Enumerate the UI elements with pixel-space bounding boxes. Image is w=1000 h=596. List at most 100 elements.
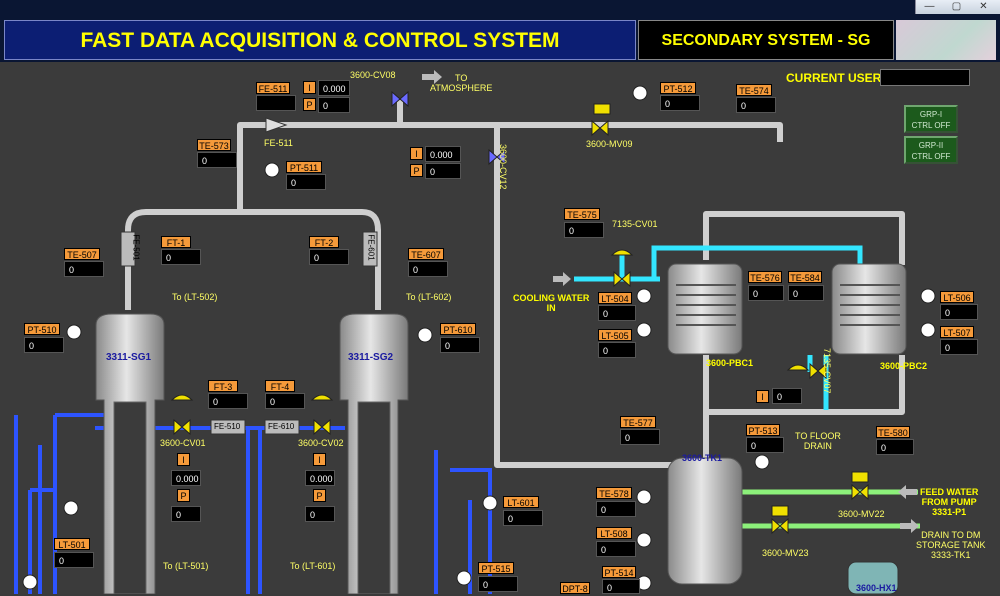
system-title: SECONDARY SYSTEM - SG [638, 20, 894, 60]
sg2-label: 3311-SG2 [348, 352, 394, 363]
lt505-tag: LT-505 [598, 329, 632, 341]
flow-arrows [422, 70, 919, 533]
pt511-value: 0 [286, 174, 326, 190]
feed-water-label: FEED WATER FROM PUMP 3331-P1 [920, 487, 979, 517]
te580-value: 0 [876, 439, 914, 455]
cv12-i-value: 0.000 [425, 146, 461, 162]
fe501-label: FE-501 [131, 234, 141, 261]
window-controls: — ▢ ✕ [915, 0, 1000, 14]
to-lt601-label: To (LT-601) [290, 561, 336, 571]
te573-tag: TE-573 [197, 139, 231, 151]
mv09-tag: 3600-MV09 [586, 139, 633, 149]
te578-value: 0 [596, 501, 636, 517]
to-lt501-label: To (LT-501) [163, 561, 209, 571]
lt506-tag: LT-506 [940, 291, 974, 303]
pt513-tag: PT-513 [746, 424, 780, 436]
lt507-value: 0 [940, 339, 978, 355]
te584-tag: TE-584 [788, 271, 822, 283]
cv08-i-value: 0.000 [318, 80, 350, 96]
pt512-tag: PT-512 [660, 82, 696, 94]
te574-tag: TE-574 [736, 84, 772, 96]
te607-tag: TE-607 [408, 248, 444, 260]
cv02-i-tag: I [313, 453, 326, 466]
cv08-p-value: 0 [318, 97, 350, 113]
cv02-i-value: 0.000 [305, 470, 335, 486]
ft1-tag: FT-1 [161, 236, 191, 248]
cv02-tag: 3600-CV02 [298, 438, 344, 448]
fe601-element [362, 231, 378, 267]
lt501-value: 0 [54, 552, 94, 568]
fe511-element [265, 117, 288, 133]
te575-value: 0 [564, 222, 604, 238]
lt505-value: 0 [598, 342, 636, 358]
fe511-value [256, 95, 296, 111]
lt508-tag: LT-508 [596, 527, 632, 539]
fe511-tag: FE-511 [256, 82, 290, 94]
cv01-p-tag: P [177, 489, 190, 502]
pt512-value: 0 [660, 95, 700, 111]
te584-value: 0 [788, 285, 824, 301]
lt601-value: 0 [503, 510, 543, 526]
pt513-value: 0 [746, 437, 784, 453]
ft2-tag: FT-2 [309, 236, 339, 248]
pressure-gauges [22, 85, 936, 591]
cv01-tag: 3600-CV01 [160, 438, 206, 448]
close-button[interactable]: ✕ [979, 1, 988, 12]
lt504-value: 0 [598, 305, 636, 321]
pt511-tag: PT-511 [286, 161, 322, 173]
pbc1-vessel [667, 263, 743, 355]
floor-drain-label: TO FLOOR DRAIN [795, 431, 841, 451]
page-title: FAST DATA ACQUISITION & CONTROL SYSTEM [4, 20, 636, 60]
cv01-i-value: 0.000 [171, 470, 201, 486]
minimize-button[interactable]: — [924, 1, 935, 12]
fe501-element [120, 231, 136, 267]
te580-tag: TE-580 [876, 426, 910, 438]
cv12-p-tag: P [410, 164, 423, 177]
ft2-value: 0 [309, 249, 349, 265]
lt504-tag: LT-504 [598, 292, 632, 304]
pt510-tag: PT-510 [24, 323, 60, 335]
ft4-tag: FT-4 [265, 380, 295, 392]
lt506-value: 0 [940, 304, 978, 320]
mv23-tag: 3600-MV23 [762, 548, 809, 558]
fe610-label: FE-610 [268, 422, 295, 431]
cv01-p-value: 0 [171, 506, 201, 522]
cv7135-07-i-value: 0 [772, 388, 802, 404]
te507-tag: TE-507 [64, 248, 100, 260]
pbc2-label: 3600-PBC2 [880, 361, 928, 371]
cv08-tag: 3600-CV08 [350, 70, 396, 80]
cv12-tag: 3600-CV12 [498, 144, 508, 190]
sg1-label: 3311-SG1 [106, 352, 152, 363]
te607-value: 0 [408, 261, 448, 277]
te577-value: 0 [620, 429, 660, 445]
pt610-value: 0 [440, 337, 480, 353]
te577-tag: TE-577 [620, 416, 656, 428]
cv08-i-tag: I [303, 81, 316, 94]
cv02-p-value: 0 [305, 506, 335, 522]
te573-value: 0 [197, 152, 237, 168]
fe510-element [210, 419, 246, 435]
fe601-label: FE-601 [366, 234, 376, 261]
pt515-tag: PT-515 [478, 562, 514, 574]
lt501-tag: LT-501 [54, 538, 90, 550]
maximize-button[interactable]: ▢ [951, 1, 962, 12]
pbc1-label: 3600-PBC1 [706, 358, 754, 368]
pt515-value: 0 [478, 576, 518, 592]
steam-pipes [125, 100, 905, 468]
pt514-value: 0 [602, 579, 640, 594]
te575-tag: TE-575 [564, 208, 600, 220]
pbc2-vessel [831, 263, 907, 355]
drain-dm-label: DRAIN TO DM STORAGE TANK 3333-TK1 [916, 530, 986, 560]
logo [896, 20, 996, 60]
te576-tag: TE-576 [748, 271, 782, 283]
fe511-tag-label: FE-511 [264, 138, 293, 148]
lt508-value: 0 [596, 541, 636, 557]
lt601-tag: LT-601 [503, 496, 539, 508]
header-bar: — ▢ ✕ FAST DATA ACQUISITION & CONTROL SYST… [0, 0, 1000, 62]
hx1-label: 3600-HX1 [856, 583, 897, 593]
cooling-water-label: COOLING WATER IN [513, 293, 590, 313]
ft1-value: 0 [161, 249, 201, 265]
pt514-tag: PT-514 [602, 566, 636, 578]
